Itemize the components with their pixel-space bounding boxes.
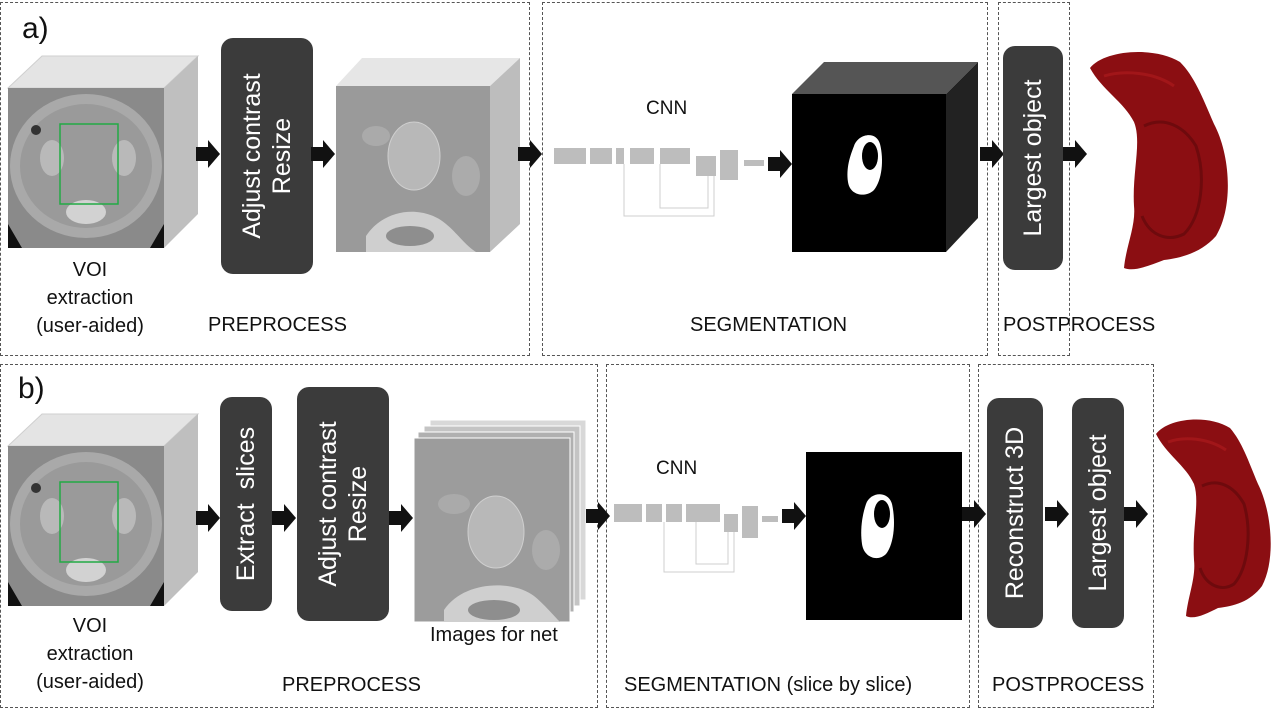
right-arrow-icon (586, 502, 610, 530)
panel-a-largest-object-step: Largest object (1003, 46, 1063, 270)
step-label: Reconstruct 3D (1001, 426, 1029, 600)
panel-b-segmentation-box (606, 364, 970, 708)
panel-b-preprocess-label: PREPROCESS (282, 674, 421, 696)
cnn-block-icon (554, 148, 764, 217)
panel-a-segmentation-box (542, 2, 988, 356)
step-label: Adjust contrast Resize (238, 73, 296, 239)
voi-caption-line: VOI (72, 615, 108, 637)
panel-a-label: a) (22, 12, 49, 45)
panel-b-label: b) (18, 372, 45, 405)
ct-volume-icon (6, 413, 200, 606)
voi-caption-line: extraction (46, 643, 134, 665)
step-label: Largest object (1019, 79, 1047, 237)
panel-a-adjust-contrast-step: Adjust contrast Resize (221, 38, 313, 274)
panel-a-voi-caption: VOI extraction (user-aided) (10, 256, 170, 340)
panel-a-cnn-label: CNN (646, 98, 688, 119)
voi-caption-line: (user-aided) (36, 671, 144, 693)
cnn-block-icon (614, 504, 778, 573)
panel-b-cnn-label: CNN (656, 458, 698, 479)
voi-caption-line: VOI (72, 259, 108, 281)
right-arrow-icon (196, 504, 220, 532)
panel-b-voi-caption: VOI extraction (user-aided) (10, 612, 170, 696)
right-arrow-icon (1063, 140, 1087, 168)
preprocessed-volume-icon (336, 58, 520, 252)
panel-a-preprocess-box (0, 2, 530, 356)
right-arrow-icon (311, 140, 335, 168)
panel-b-adjust-contrast-step: Adjust contrast Resize (297, 387, 389, 621)
panel-a-preprocess-label: PREPROCESS (208, 314, 347, 336)
panel-b-largest-object-step: Largest object (1072, 398, 1124, 628)
right-arrow-icon (518, 140, 542, 168)
right-arrow-icon (1124, 500, 1148, 528)
right-arrow-icon (782, 502, 806, 530)
right-arrow-icon (196, 140, 220, 168)
images-for-net-label: Images for net (430, 624, 558, 646)
voi-caption-line: extraction (46, 287, 134, 309)
step-label: Largest object (1084, 434, 1112, 592)
right-arrow-icon (389, 504, 413, 532)
panel-b-reconstruct-3d-step: Reconstruct 3D (987, 398, 1043, 628)
organ-3d-icon (1090, 51, 1228, 270)
voi-caption-line: (user-aided) (36, 315, 144, 337)
panel-a-postprocess-box (998, 2, 1070, 356)
panel-b-postprocess-box (978, 364, 1154, 708)
step-label: Extract slices (232, 426, 260, 582)
right-arrow-icon (962, 500, 986, 528)
right-arrow-icon (1045, 500, 1069, 528)
ct-volume-icon (6, 55, 200, 248)
right-arrow-icon (272, 504, 296, 532)
segmentation-mask-icon (806, 452, 962, 620)
segmentation-mask-icon (792, 62, 978, 252)
panel-b-segmentation-label: SEGMENTATION (slice by slice) (624, 674, 913, 696)
panel-a-segmentation-label: SEGMENTATION (690, 314, 848, 336)
panel-b-preprocess-box (0, 364, 598, 708)
step-label: Adjust contrast Resize (314, 421, 372, 587)
panel-a-postprocess-label: POSTPROCESS (1003, 314, 1156, 336)
right-arrow-icon (980, 140, 1004, 168)
panel-b-extract-slices-step: Extract slices (220, 397, 272, 611)
slice-stack-icon (413, 419, 587, 623)
panel-b-postprocess-label: POSTPROCESS (992, 674, 1145, 696)
organ-3d-icon (1156, 419, 1271, 618)
right-arrow-icon (768, 150, 792, 178)
